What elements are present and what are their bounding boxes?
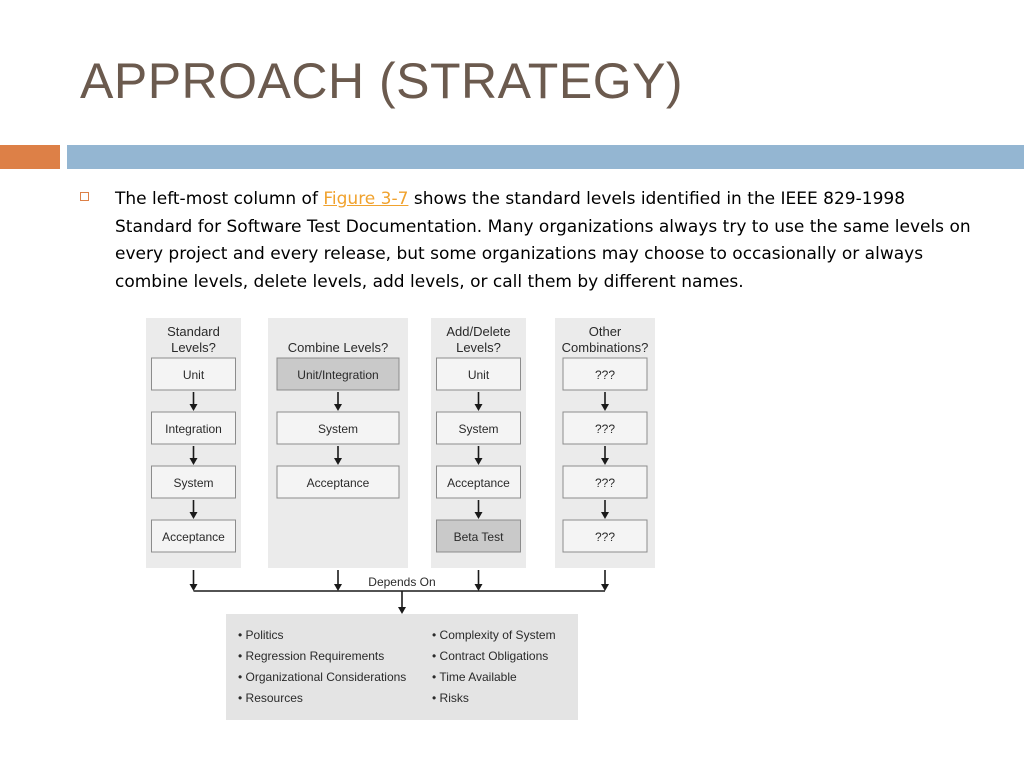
column-2-level-box-3 [436, 519, 521, 553]
column-2-to-bus-arrow-head [474, 584, 483, 591]
column-3-arrow-2-head [601, 512, 609, 519]
column-1-level-box-0 [276, 357, 400, 391]
column-2-level-label-0: Unit [468, 368, 490, 382]
column-2-level-label-3: Beta Test [454, 530, 504, 544]
column-1-level-label-1: System [318, 422, 358, 436]
column-0-level-box-1 [151, 411, 236, 445]
column-3-header-line-1: Combinations? [562, 340, 649, 355]
column-1-level-label-0: Unit/Integration [297, 368, 378, 382]
column-3-level-box-0 [562, 357, 648, 391]
column-3-header-line-0: Other [589, 324, 622, 339]
accent-bar-orange [0, 145, 60, 169]
column-1-arrow-1-head [334, 458, 342, 465]
column-1-level-box-2 [276, 465, 400, 499]
figure-link[interactable]: Figure 3-7 [323, 189, 409, 209]
factor-right-1: • Contract Obligations [432, 649, 548, 663]
bus-to-factors-arrow-head [398, 607, 406, 614]
slide-title: APPROACH (STRATEGY) [80, 53, 684, 109]
factor-left-2: • Organizational Considerations [238, 670, 406, 684]
column-1-arrow-0-head [334, 404, 342, 411]
column-2-arrow-0-head [474, 404, 483, 411]
column-3-arrow-0-head [601, 404, 609, 411]
column-3-arrow-1-head [601, 458, 609, 465]
column-3-to-bus-arrow-head [601, 584, 609, 591]
column-2-arrow-2-head [474, 512, 483, 519]
bullet-text-after: shows the standard levels identified in … [115, 189, 971, 292]
column-2-level-label-1: System [458, 422, 498, 436]
column-2-level-box-0 [436, 357, 521, 391]
bullet-text: The left-most column of Figure 3-7 shows… [115, 186, 985, 296]
column-3-level-label-0: ??? [595, 368, 615, 382]
column-1-level-label-2: Acceptance [307, 476, 370, 490]
column-0-level-box-2 [151, 465, 236, 499]
column-0-level-box-0 [151, 357, 236, 391]
square-bullet-icon [80, 192, 89, 201]
column-3-level-label-1: ??? [595, 422, 615, 436]
column-0-level-label-1: Integration [165, 422, 222, 436]
column-2-header-line-0: Add/Delete [446, 324, 510, 339]
column-2-arrow-1-head [474, 458, 483, 465]
column-3-level-box-2 [562, 465, 648, 499]
column-0-arrow-2-head [189, 512, 198, 519]
bullet-text-before: The left-most column of [115, 189, 324, 209]
column-2-header-line-1: Levels? [456, 340, 501, 355]
column-2-level-label-2: Acceptance [447, 476, 510, 490]
column-2-level-box-1 [436, 411, 521, 445]
column-0-header-line-1: Levels? [171, 340, 216, 355]
column-0-level-box-3 [151, 519, 236, 553]
column-2-level-box-2 [436, 465, 521, 499]
column-3-level-box-1 [562, 411, 648, 445]
factors-box [226, 614, 578, 720]
factor-left-3: • Resources [238, 691, 303, 705]
accent-bar-blue [67, 145, 1024, 169]
depends-on-label: Depends On [368, 575, 435, 589]
column-0-level-label-0: Unit [183, 368, 205, 382]
column-3-level-box-3 [562, 519, 648, 553]
factor-right-3: • Risks [432, 691, 469, 705]
factor-right-2: • Time Available [432, 670, 517, 684]
column-3-level-label-3: ??? [595, 530, 615, 544]
factor-left-1: • Regression Requirements [238, 649, 384, 663]
column-1-level-box-1 [276, 411, 400, 445]
column-0-header-line-0: Standard [167, 324, 220, 339]
column-1-header-line-0: Combine Levels? [288, 340, 388, 355]
column-3-level-label-2: ??? [595, 476, 615, 490]
column-0-arrow-1-head [189, 458, 198, 465]
column-1-to-bus-arrow-head [334, 584, 342, 591]
column-0-level-label-3: Acceptance [162, 530, 225, 544]
factor-right-0: • Complexity of System [432, 628, 556, 642]
column-0-to-bus-arrow-head [189, 584, 198, 591]
column-0-level-label-2: System [173, 476, 213, 490]
column-0-arrow-0-head [189, 404, 198, 411]
factor-left-0: • Politics [238, 628, 284, 642]
